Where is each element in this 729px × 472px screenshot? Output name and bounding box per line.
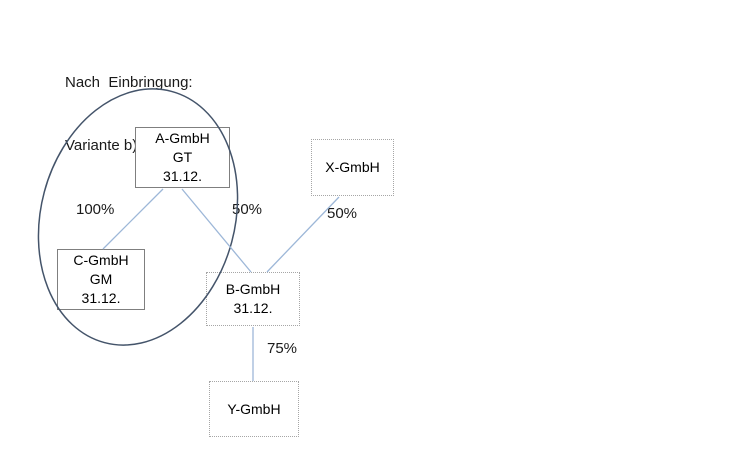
node-b-date: 31.12. [233,300,273,316]
node-c-name: C-GmbH [73,252,129,268]
edge-label-a-c: 100% [76,201,115,218]
node-x-name: X-GmbH [325,159,380,175]
node-x-gmbh: X-GmbH [311,139,394,196]
node-c-role: GM [89,271,113,287]
node-y-gmbh: Y-GmbH [209,381,299,437]
node-c-gmbh: C-GmbH GM 31.12. [57,249,145,310]
node-a-date: 31.12. [163,168,202,184]
edge-label-b-y: 75% [267,340,298,357]
edge-a-c-line [102,188,164,250]
title-line-1: Nach Einbringung: [65,74,193,91]
node-b-gmbh: B-GmbH 31.12. [206,272,300,326]
edge-label-a-b: 50% [232,201,263,218]
node-b-name: B-GmbH [225,281,281,297]
node-a-role: GT [172,149,193,165]
node-a-gmbh: A-GmbH GT 31.12. [135,127,230,188]
edge-label-x-b: 50% [327,205,358,222]
node-y-name: Y-GmbH [227,400,281,417]
node-c-date: 31.12. [81,290,121,306]
node-a-name: A-GmbH [155,130,210,146]
